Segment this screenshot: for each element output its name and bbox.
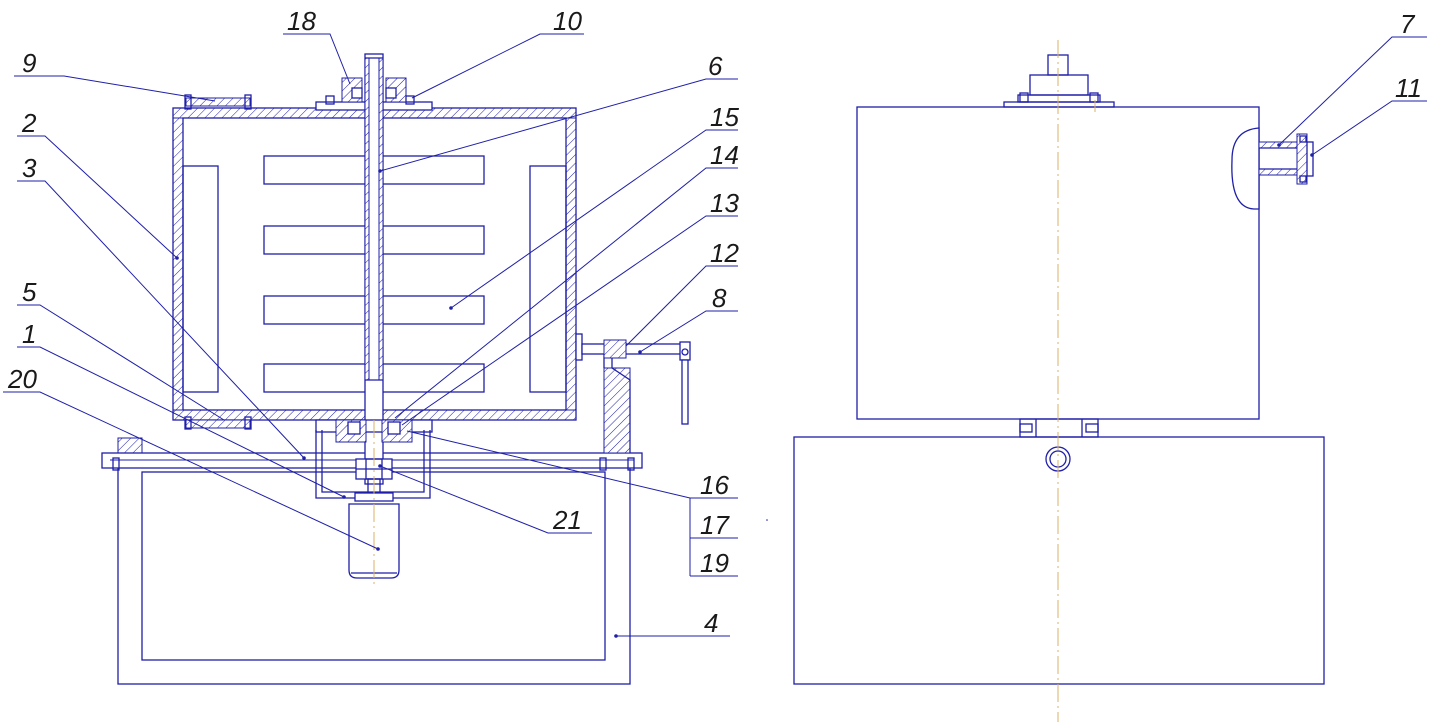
callout-9: 9	[22, 48, 36, 78]
side-support	[603, 344, 631, 454]
callout-labels: 18 10 9 6 2 15 3 14 13 12 5 8 1 20 16 17…	[7, 6, 1422, 638]
base-box	[793, 436, 1325, 685]
top-clamp	[184, 94, 252, 110]
side-view	[793, 40, 1325, 722]
leader-lines	[3, 33, 1427, 637]
callout-21: 21	[552, 505, 582, 535]
callout-19: 19	[700, 548, 729, 578]
screw-clamp	[575, 333, 691, 425]
callout-1: 1	[22, 319, 36, 349]
callout-2: 2	[21, 108, 37, 138]
callout-4: 4	[704, 608, 718, 638]
top-bearing-side	[1003, 54, 1115, 108]
callout-14: 14	[710, 140, 739, 170]
callout-8: 8	[712, 283, 727, 313]
callout-16: 16	[700, 470, 729, 500]
callout-17: 17	[700, 510, 730, 540]
bottom-clamp	[184, 416, 252, 430]
front-section-view	[101, 53, 691, 685]
side-nozzle	[1231, 127, 1314, 210]
callout-15: 15	[710, 102, 739, 132]
callout-20: 20	[7, 364, 37, 394]
callout-7: 7	[1400, 9, 1416, 39]
leader-dots	[175, 143, 1314, 638]
callout-12: 12	[710, 238, 739, 268]
callout-6: 6	[708, 51, 723, 81]
callout-13: 13	[710, 188, 739, 218]
vertical-shaft	[364, 53, 384, 485]
side-paddle-right	[529, 165, 567, 393]
callout-18: 18	[287, 6, 316, 36]
callout-11: 11	[1395, 73, 1422, 103]
callout-3: 3	[22, 153, 37, 183]
side-paddle-left	[182, 165, 219, 393]
callout-10: 10	[553, 6, 582, 36]
bottom-bearing-side	[1019, 418, 1099, 438]
callout-5: 5	[22, 277, 37, 307]
